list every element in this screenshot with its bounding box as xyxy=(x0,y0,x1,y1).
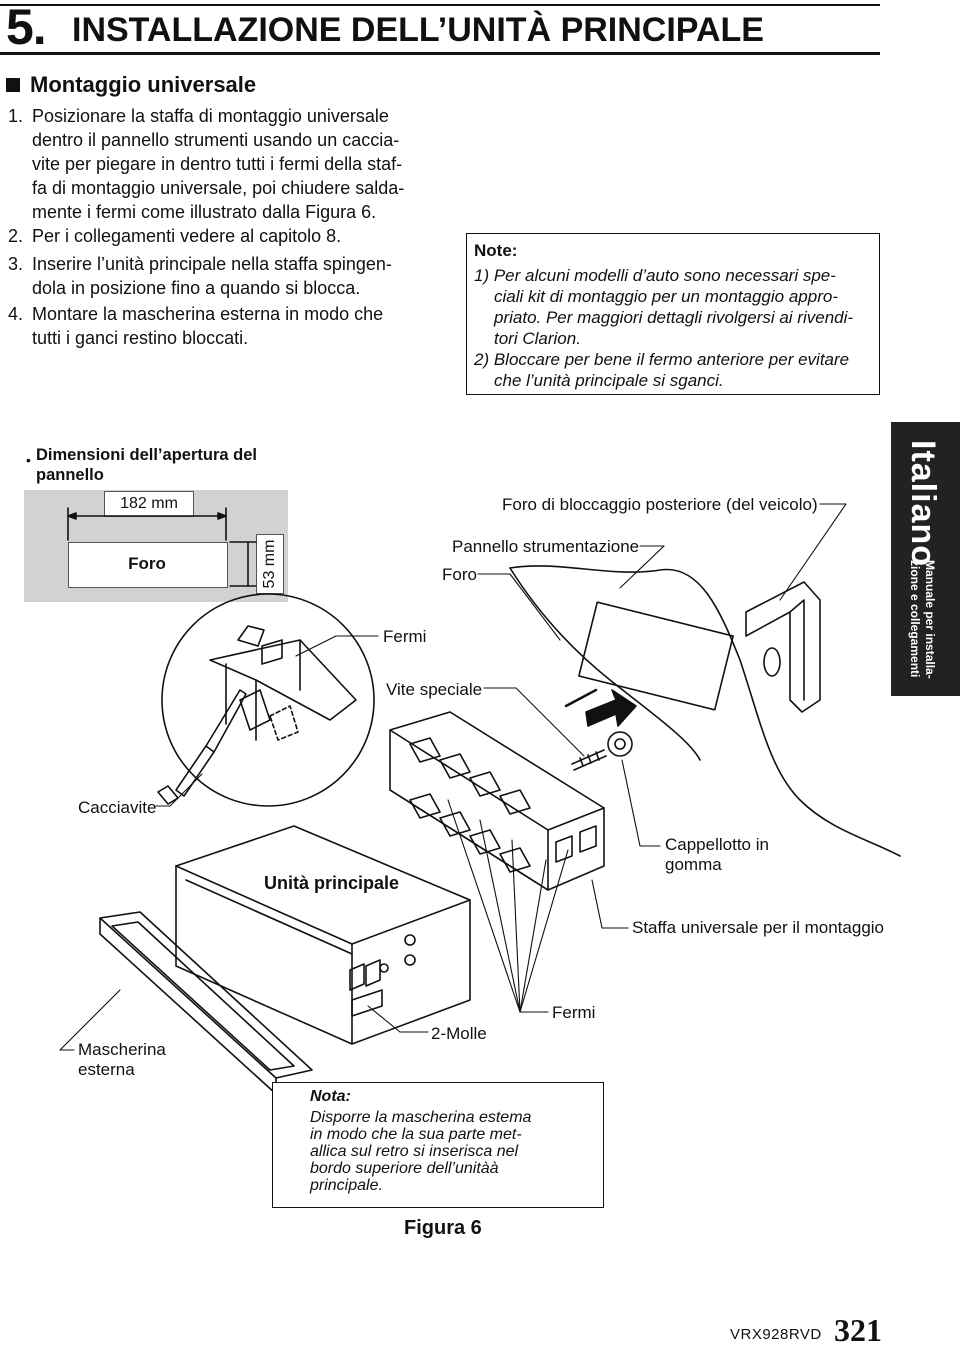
step-line: fa di montaggio universale, poi chiudere… xyxy=(32,178,405,198)
note-line: che l’unità principale si sganci. xyxy=(494,371,724,390)
chapter-title: INSTALLAZIONE DELL’UNITÀ PRINCIPALE xyxy=(72,11,764,49)
step-number: 4. xyxy=(8,304,24,324)
panel-opening-label: Foro xyxy=(128,554,166,573)
dashboard-panel-drawing xyxy=(509,565,901,857)
note-box xyxy=(466,233,880,395)
detail-magnifier xyxy=(157,593,375,807)
note-line: 2) Bloccare per bene il fermo anteriore … xyxy=(474,350,850,369)
figure-note-line: Disporre la mascherina estema xyxy=(310,1109,532,1126)
note-line: ciali kit di montaggio per un montaggio … xyxy=(494,287,838,306)
step-line: Inserire l’unità principale nella staffa… xyxy=(32,254,392,274)
tabs-label: Fermi xyxy=(383,627,427,646)
rear-bracket xyxy=(745,581,821,713)
step-1: 1. Posizionare la staffa di montaggio un… xyxy=(8,104,448,224)
figure-caption: Figura 6 xyxy=(404,1217,482,1239)
header-bottom-rule xyxy=(0,52,880,55)
step-number: 3. xyxy=(8,254,24,274)
language-tab xyxy=(891,422,960,696)
width-dim-box xyxy=(104,491,194,517)
outer-bezel-label: Mascherina esterna xyxy=(78,1040,166,1079)
step-line: Per i collegamenti vedere al capitolo 8. xyxy=(32,226,342,246)
note-line: tori Clarion. xyxy=(494,329,581,348)
figure-note-line: in modo che la sua parte met- xyxy=(310,1126,522,1143)
springs-label: 2-Molle xyxy=(431,1024,487,1043)
rubber-cap-label: Cappellotto in gomma xyxy=(665,835,769,874)
note-line: priato. Per maggiori dettagli rivolgersi… xyxy=(494,308,854,327)
step-2: 2. Per i collegamenti vedere al capitolo… xyxy=(8,224,448,248)
panel-opening xyxy=(68,542,228,588)
screwdriver-label: Cacciavite xyxy=(78,798,157,817)
mounting-sleeve-label: Staffa universale per il montaggio xyxy=(632,918,885,937)
header-top-rule xyxy=(0,4,880,6)
dims-title: Dimensioni dell’apertura del pannello xyxy=(36,446,257,484)
figure-note-line: principale. xyxy=(310,1177,383,1194)
figure-note-box xyxy=(272,1082,604,1208)
width-dimension: 182 mm xyxy=(120,495,178,512)
main-unit-label: Unità principale xyxy=(264,873,400,893)
dashboard-label: Pannello strumentazione xyxy=(452,537,640,556)
height-dimension-line xyxy=(229,541,257,587)
figure-note-title: Nota: xyxy=(310,1088,351,1105)
mounting-sleeve xyxy=(389,711,605,891)
height-dim-box xyxy=(256,534,284,594)
step-line: mente i fermi come illustrato dalla Figu… xyxy=(32,202,377,222)
step-line: Montare la mascherina esterna in modo ch… xyxy=(32,304,384,324)
main-unit-drawing xyxy=(175,825,471,1045)
section-title: Montaggio universale xyxy=(30,72,257,97)
step-line: dola in posizione fino a quando si blocc… xyxy=(32,278,361,298)
rear-hole-label: Foro di bloccaggio posteriore (del veico… xyxy=(502,495,818,514)
step-number: 1. xyxy=(8,106,24,126)
page-number: 321 xyxy=(834,1312,882,1348)
step-3: 3. Inserire l’unità principale nella sta… xyxy=(8,252,448,300)
step-line: vite per piegare in dentro tutti i fermi… xyxy=(32,154,403,174)
chapter-number: 5. xyxy=(6,0,47,55)
step-number: 2. xyxy=(8,226,24,246)
hole-label: Foro xyxy=(442,565,477,584)
dims-bullet: • xyxy=(26,452,31,468)
tabs-label-bottom: Fermi xyxy=(552,1003,596,1022)
figure-note-line: bordo superiore dell’unitàà xyxy=(310,1160,499,1177)
insert-arrow xyxy=(564,688,637,727)
note-title: Note: xyxy=(474,241,518,260)
width-dimension-line xyxy=(67,507,227,541)
model-number: VRX928RVD xyxy=(730,1326,822,1343)
step-line: tutti i ganci restino bloccati. xyxy=(32,328,249,348)
step-line: dentro il pannello strumenti usando un c… xyxy=(32,130,400,150)
square-bullet-icon xyxy=(6,78,20,92)
figure-note-line: allica sul retro si inserisca nel xyxy=(310,1143,519,1160)
leader-lines xyxy=(59,503,847,1051)
special-screw-label: Vite speciale xyxy=(386,680,483,699)
special-screw xyxy=(571,731,633,771)
note-line: 1) Per alcuni modelli d’auto sono necess… xyxy=(474,266,836,285)
step-4: 4. Montare la mascherina esterna in modo… xyxy=(8,302,448,350)
step-line: Posizionare la staffa di montaggio unive… xyxy=(32,106,389,126)
